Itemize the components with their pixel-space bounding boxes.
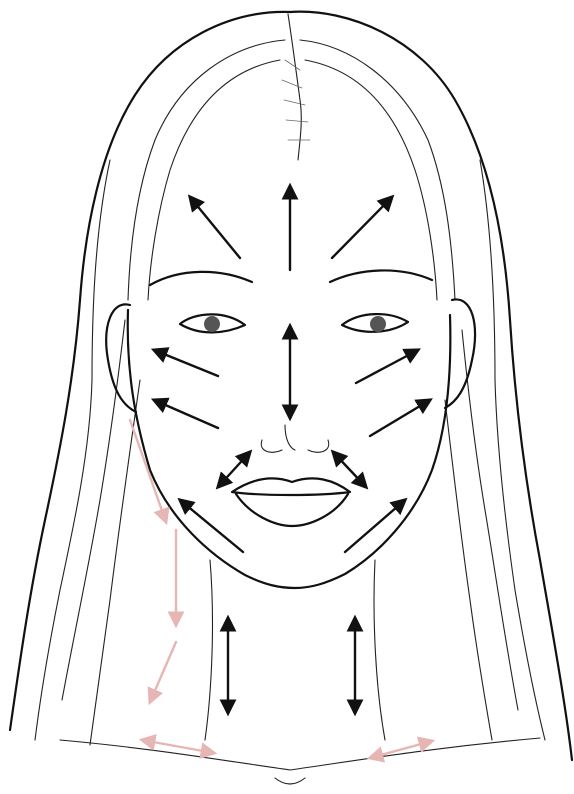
hair-outer-right bbox=[290, 12, 572, 760]
hair-strand-right-1 bbox=[300, 40, 455, 300]
right-eyebrow bbox=[330, 270, 432, 282]
left-cheek-upper-arrow bbox=[154, 350, 218, 376]
left-eyebrow bbox=[150, 272, 252, 285]
right-jaw-arrow bbox=[345, 500, 405, 552]
forehead-arrow-left bbox=[190, 197, 240, 258]
neck-right bbox=[374, 560, 385, 740]
left-drainage-arrow-1 bbox=[130, 420, 166, 522]
collarbone bbox=[60, 738, 540, 784]
lower-lip bbox=[236, 494, 348, 526]
right-nasolabial-arrow bbox=[333, 452, 366, 487]
right-cheek-upper-arrow bbox=[356, 350, 418, 383]
hair-strand-left-5 bbox=[90, 380, 140, 745]
upper-lip bbox=[232, 478, 350, 495]
left-nasolabial-arrow bbox=[218, 452, 250, 487]
left-ear bbox=[106, 304, 136, 412]
right-collarbone-arrow bbox=[370, 741, 432, 758]
left-iris bbox=[204, 316, 220, 332]
left-cheek-lower-arrow bbox=[154, 400, 218, 428]
hair-outer-left bbox=[10, 12, 290, 730]
hair-strand-right-2 bbox=[305, 60, 437, 300]
hair-strand-left-2 bbox=[148, 60, 280, 300]
right-cheek-lower-arrow bbox=[370, 400, 430, 436]
neck-left bbox=[205, 560, 212, 740]
hair-strand-right-3 bbox=[480, 160, 545, 740]
forehead-arrow-right bbox=[332, 197, 392, 258]
left-collarbone-arrow bbox=[142, 740, 214, 753]
left-drainage-arrow-3 bbox=[150, 642, 176, 702]
drainage-arrows bbox=[130, 420, 432, 758]
nose bbox=[261, 425, 328, 452]
right-iris bbox=[370, 316, 386, 332]
hair-strand-right-5 bbox=[445, 400, 492, 740]
face bbox=[60, 270, 540, 784]
hair-strand-right-4 bbox=[462, 330, 518, 710]
massage-arrows bbox=[154, 186, 430, 713]
hair-strand-left-3 bbox=[35, 160, 110, 740]
left-jaw-arrow bbox=[180, 500, 243, 552]
